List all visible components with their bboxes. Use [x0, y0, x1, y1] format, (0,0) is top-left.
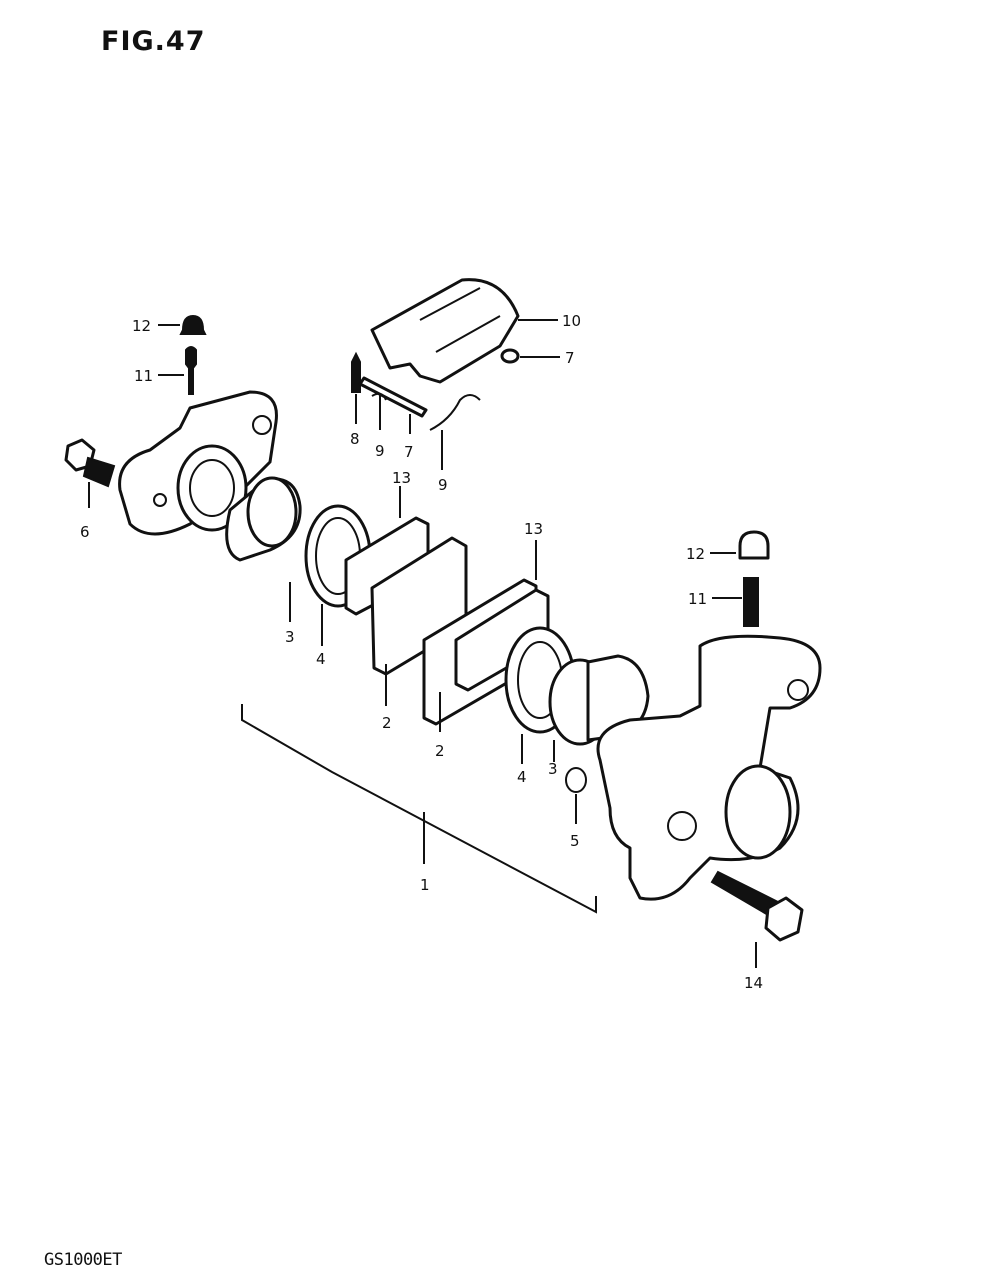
callout-7-upper: 7: [565, 349, 575, 367]
bleeder-valve-right: [743, 577, 759, 627]
callout-9-right: 9: [438, 476, 448, 494]
callout-4-right: 4: [517, 768, 527, 786]
assembly-bracket-1: [241, 704, 597, 914]
callout-13-left: 13: [392, 469, 411, 487]
callout-labels: 12 11 6 10 7 8 9 7 9 13 13 3 4 2 2 4 3 5…: [80, 312, 763, 992]
callout-3-right: 3: [548, 760, 558, 778]
model-code: GS1000ET: [44, 1250, 122, 1270]
bleeder-cap-left: [179, 314, 207, 335]
mounting-bolt-6: [64, 438, 116, 488]
caliper-half-left: [118, 390, 278, 536]
callout-2-left: 2: [382, 714, 392, 732]
callout-11-left: 11: [134, 367, 153, 385]
callout-3-left: 3: [285, 628, 295, 646]
mounting-bolt-14: [710, 870, 804, 942]
callout-7-lower: 7: [404, 443, 414, 461]
callout-6: 6: [80, 523, 90, 541]
pad-pin-7-upper: [500, 348, 520, 364]
clip-8: [351, 351, 361, 393]
callout-12-right: 12: [686, 545, 705, 563]
callout-1: 1: [420, 876, 430, 894]
callout-13-right: 13: [524, 520, 543, 538]
figure-title: FIG.47: [101, 26, 206, 57]
callout-10: 10: [562, 312, 581, 330]
callout-4-left: 4: [316, 650, 326, 668]
callout-5: 5: [570, 832, 580, 850]
callout-11-right: 11: [688, 590, 707, 608]
pad-cover-10: [370, 278, 520, 384]
leader-lines: [88, 319, 757, 968]
callout-9-left: 9: [375, 442, 385, 460]
callout-8: 8: [350, 430, 360, 448]
callout-2-right: 2: [435, 742, 445, 760]
bleeder-valve-left: [185, 346, 197, 395]
washer-5: [565, 767, 587, 793]
bleeder-cap-right: [738, 530, 770, 560]
pad-pin-7-lower: [358, 376, 428, 418]
caliper-half-right: [596, 634, 822, 901]
callout-14: 14: [744, 974, 763, 992]
piston-left: [225, 476, 302, 562]
callout-12-left: 12: [132, 317, 151, 335]
